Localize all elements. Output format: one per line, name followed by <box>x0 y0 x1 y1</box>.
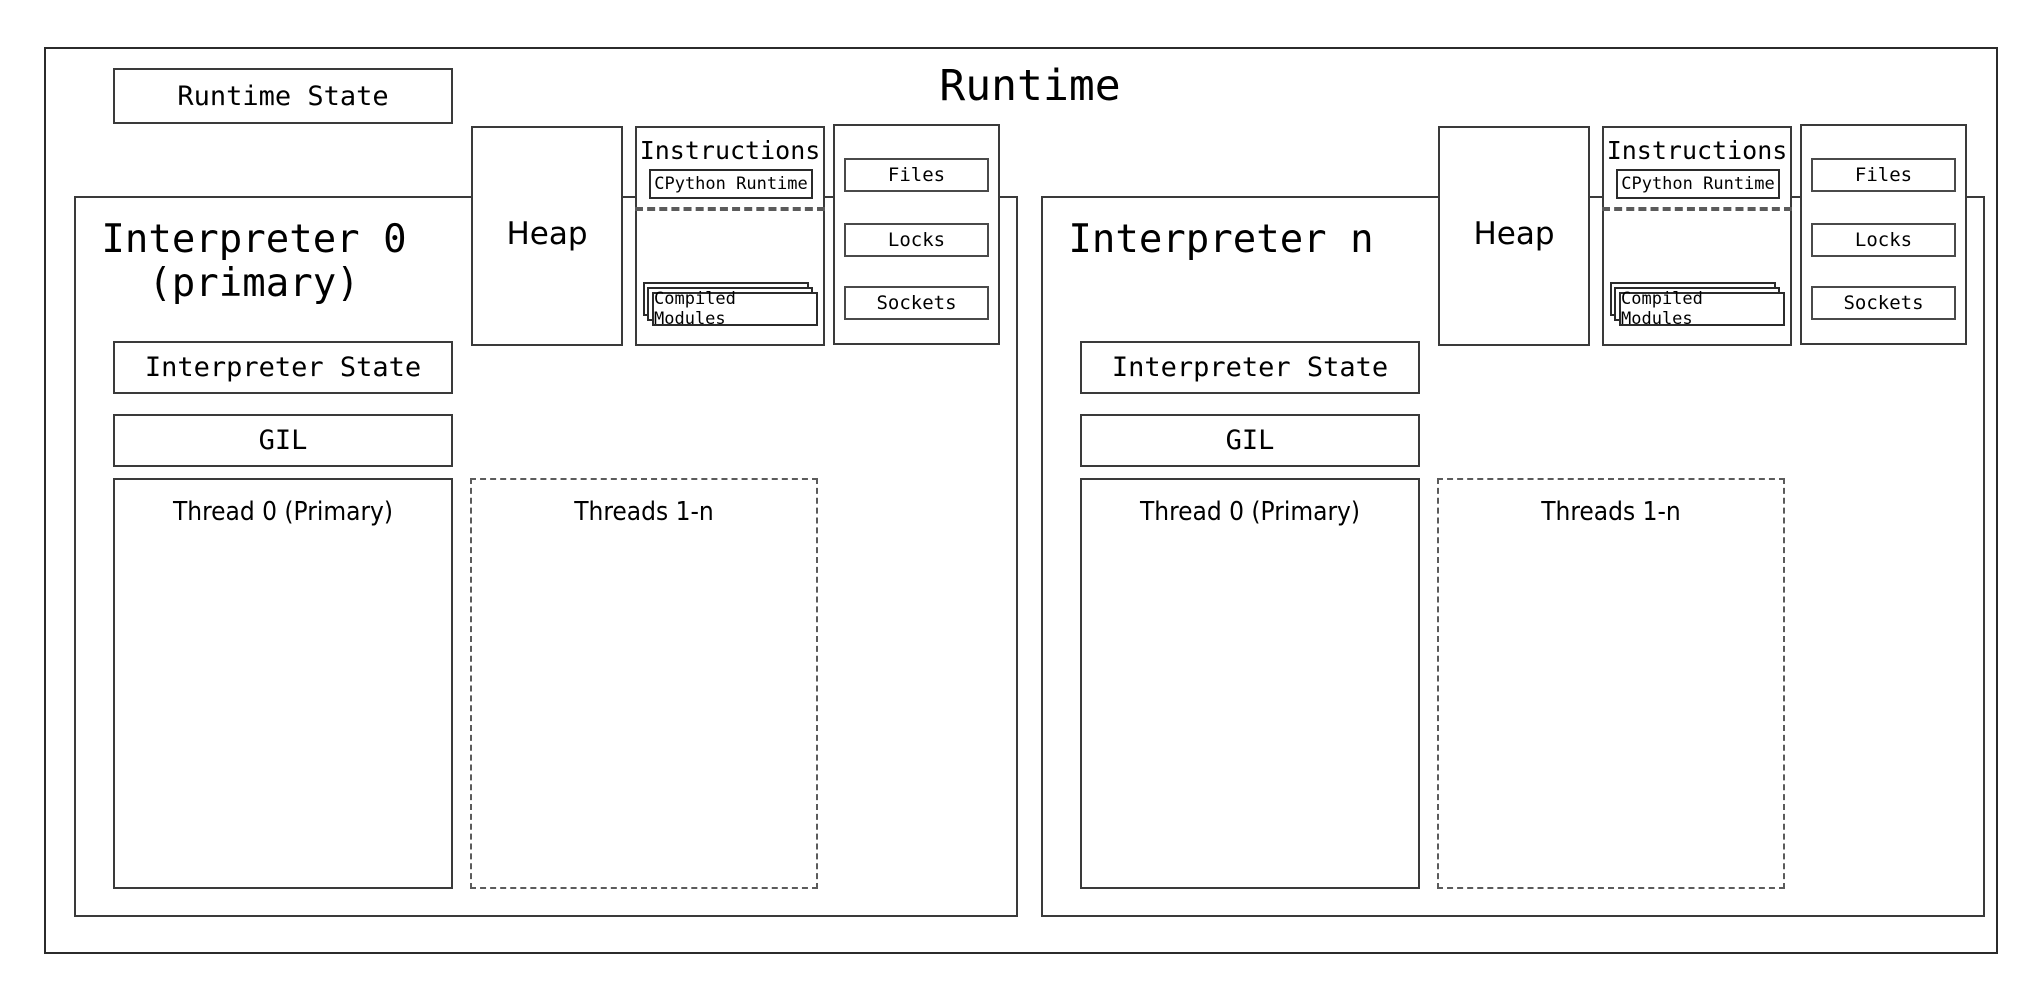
interpreter-0-instructions-box: Instructions CPython Runtime Compiled Mo… <box>635 126 825 346</box>
instructions-divider-n <box>1602 207 1792 211</box>
interpreter-0-title: Interpreter 0 (primary) <box>101 217 407 306</box>
interpreter-0-threads-1n-label: Threads 1-n <box>574 497 714 527</box>
interpreter-n-files-box: Files <box>1811 158 1956 192</box>
interpreter-0-resources-box: Files Locks Sockets <box>833 124 1000 345</box>
interpreter-0-cpython-runtime-box: CPython Runtime <box>649 169 813 199</box>
interpreter-n-state-box: Interpreter State <box>1080 341 1420 394</box>
interpreter-0-files-box: Files <box>844 158 989 192</box>
runtime-state-box: Runtime State <box>113 68 453 124</box>
interpreter-n-heap-label: Heap <box>1473 216 1555 252</box>
interpreter-n-cpython-runtime-box: CPython Runtime <box>1616 169 1780 199</box>
interpreter-0-sockets-box: Sockets <box>844 286 989 320</box>
interpreter-n-compiled-modules-box: Compiled Modules <box>1619 289 1785 329</box>
interpreter-n-gil-box: GIL <box>1080 414 1420 467</box>
interpreter-0-instructions-title: Instructions <box>639 136 821 165</box>
interpreter-n-thread-0-label: Thread 0 (Primary) <box>1139 497 1361 527</box>
interpreter-0-heap-label: Heap <box>506 216 588 252</box>
interpreter-n-sockets-box: Sockets <box>1811 286 1956 320</box>
interpreter-0-compiled-modules-box: Compiled Modules <box>652 289 818 329</box>
interpreter-0-thread-0-box: Thread 0 (Primary) <box>113 478 453 889</box>
interpreter-0-locks-box: Locks <box>844 223 989 257</box>
interpreter-n-compiled-modules-stack: Compiled Modules <box>1610 282 1785 330</box>
interpreter-0-gil-box: GIL <box>113 414 453 467</box>
interpreter-n-thread-0-box: Thread 0 (Primary) <box>1080 478 1420 889</box>
interpreter-0-threads-1n-box: Threads 1-n <box>470 478 818 889</box>
interpreter-n-instructions-title: Instructions <box>1606 136 1788 165</box>
interpreter-n-threads-1n-box: Threads 1-n <box>1437 478 1785 889</box>
runtime-title: Runtime <box>939 61 1121 111</box>
interpreter-n-locks-box: Locks <box>1811 223 1956 257</box>
interpreter-n-instructions-box: Instructions CPython Runtime Compiled Mo… <box>1602 126 1792 346</box>
interpreter-n-title: Interpreter n <box>1068 217 1374 262</box>
interpreter-0-state-box: Interpreter State <box>113 341 453 394</box>
interpreter-n-heap-box: Heap <box>1438 126 1590 346</box>
interpreter-0-compiled-modules-stack: Compiled Modules <box>643 282 818 330</box>
interpreter-n-threads-1n-label: Threads 1-n <box>1541 497 1681 527</box>
interpreter-0-heap-box: Heap <box>471 126 623 346</box>
instructions-divider-0 <box>635 207 825 211</box>
interpreter-n-resources-box: Files Locks Sockets <box>1800 124 1967 345</box>
interpreter-0-thread-0-label: Thread 0 (Primary) <box>172 497 394 527</box>
